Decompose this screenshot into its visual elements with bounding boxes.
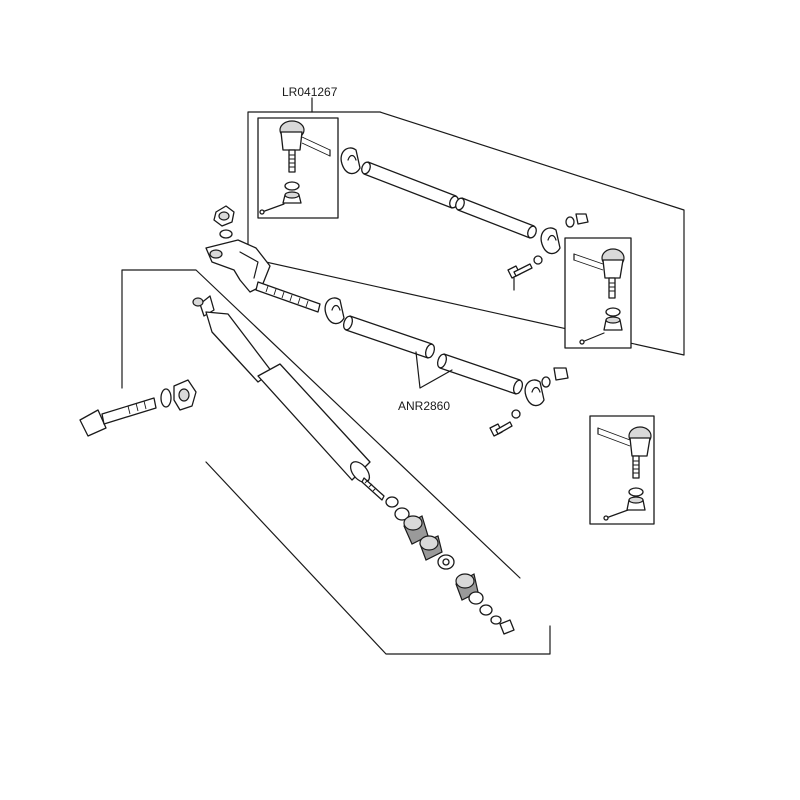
steering-damper-icon — [192, 295, 385, 501]
washer-icon — [385, 496, 399, 508]
washer-icon — [541, 376, 551, 388]
damper-bolt-icon — [79, 397, 157, 437]
clamp-icon — [324, 297, 345, 325]
ball-joint-icon — [597, 426, 652, 479]
ball-joint-icon — [279, 120, 331, 173]
drag-link-tube — [436, 353, 524, 395]
drag-link-tube — [342, 315, 436, 359]
clamp-icon — [540, 227, 561, 255]
nut-icon — [499, 619, 515, 635]
rubber-bush-icon — [419, 535, 443, 561]
washer-icon — [605, 307, 621, 317]
washer-icon — [479, 604, 493, 616]
inset-box-ball-joint — [589, 415, 655, 525]
washer-icon — [284, 181, 300, 191]
washer-icon — [565, 216, 575, 228]
split-pin-icon — [259, 203, 285, 215]
nut-icon — [213, 205, 235, 227]
nut-icon — [553, 367, 569, 381]
castle-nut-icon — [603, 316, 623, 331]
part-number-label: LR041267 — [282, 85, 338, 99]
nut-icon — [575, 213, 589, 225]
clamp-icon — [340, 147, 361, 175]
castle-nut-icon — [282, 191, 302, 204]
clamp-bolt-icon — [489, 409, 521, 437]
washer-icon — [160, 388, 172, 408]
clamp-icon — [524, 379, 545, 407]
track-rod-group-outline — [247, 111, 685, 356]
track-rod-tube — [455, 197, 537, 239]
inset-box-left-ball-joint — [257, 117, 339, 219]
washer-icon — [628, 487, 644, 497]
inset-box-right-ball-joint — [564, 237, 632, 349]
washer-icon — [219, 229, 233, 239]
washer-icon — [490, 615, 502, 625]
callout-line — [415, 351, 453, 389]
ball-joint-icon — [573, 248, 625, 299]
drop-arm-icon — [205, 239, 271, 293]
part-number-label: ANR2860 — [398, 399, 450, 413]
split-pin-icon — [603, 509, 629, 521]
damper-group-outline — [121, 269, 551, 655]
track-rod-tube — [361, 161, 459, 209]
nut-icon — [173, 379, 197, 411]
clamp-bolt-icon — [507, 255, 543, 279]
threaded-rod-end — [255, 281, 321, 313]
castle-nut-icon — [626, 496, 646, 511]
washer-icon — [394, 507, 410, 521]
rubber-bush-icon — [403, 515, 429, 545]
washer-icon — [468, 591, 484, 605]
washer-icon — [437, 554, 455, 570]
split-pin-icon — [579, 332, 605, 345]
